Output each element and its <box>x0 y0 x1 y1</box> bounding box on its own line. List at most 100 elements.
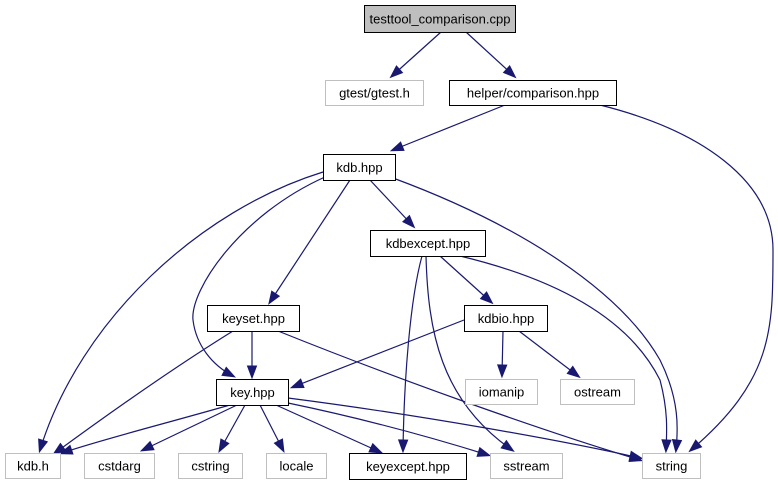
node-box <box>449 80 617 106</box>
node-locale: locale <box>266 453 327 479</box>
edge-comparison-to-string <box>599 104 774 453</box>
edge-keyhpp-to-cstdarg <box>139 404 238 452</box>
edge-root-to-gtest <box>389 31 442 79</box>
node-label: sstream <box>503 459 549 474</box>
node-sstream: sstream <box>490 453 563 479</box>
node-keyset[interactable]: keyset.hpp <box>207 305 300 332</box>
arrowhead-icon <box>566 365 581 379</box>
arrowhead-icon <box>246 365 258 380</box>
arrowhead-icon <box>402 214 416 229</box>
node-box <box>84 453 155 479</box>
edge-line <box>287 397 641 459</box>
node-label: testtool_comparison.cpp <box>370 12 511 27</box>
edge-keyhpp-to-kdbh <box>58 404 231 455</box>
node-label: kdbexcept.hpp <box>386 236 471 251</box>
node-keyhpp[interactable]: key.hpp <box>216 379 289 406</box>
node-comparison[interactable]: helper/comparison.hpp <box>449 80 617 106</box>
edge-line <box>61 404 231 454</box>
edge-line <box>287 402 489 456</box>
edge-keyhpp-to-keyexcept <box>275 404 384 454</box>
edge-kdbhpp-to-string <box>392 177 683 454</box>
node-string: string <box>642 453 701 479</box>
node-kdbh: kdb.h <box>5 453 61 479</box>
edge-line <box>391 31 442 77</box>
node-kdbio[interactable]: kdbio.hpp <box>464 305 548 332</box>
arrowhead-icon <box>502 65 517 79</box>
edge-line <box>54 330 234 454</box>
node-label: kdb.h <box>17 459 49 474</box>
arrowhead-icon <box>397 439 409 454</box>
arrowhead-icon <box>688 439 703 453</box>
edge-line <box>425 255 513 451</box>
edge-line <box>402 255 423 451</box>
edge-keyset-to-kdbh <box>52 330 234 456</box>
node-box <box>364 5 516 33</box>
edge-line <box>269 179 351 303</box>
node-label: gtest/gtest.h <box>339 86 410 101</box>
edge-keyset-to-keyhpp <box>246 331 258 380</box>
edge-line <box>465 31 515 77</box>
node-label: cstdarg <box>98 459 141 474</box>
node-label: ostream <box>574 385 621 400</box>
node-box <box>465 379 538 405</box>
edge-line <box>192 176 326 377</box>
arrowhead-icon <box>476 446 492 457</box>
arrowhead-icon <box>273 438 285 454</box>
edge-kdbio-to-ostream <box>518 330 581 379</box>
arrowhead-icon <box>268 290 281 305</box>
node-box <box>216 379 289 406</box>
edge-kdbhpp-to-kdbexcept <box>369 179 416 229</box>
edge-line <box>459 255 668 451</box>
node-cstring: cstring <box>178 453 243 479</box>
node-keyexcept[interactable]: keyexcept.hpp <box>349 453 467 480</box>
node-box <box>207 305 300 332</box>
edge-kdbexcept-to-string <box>459 255 672 454</box>
arrowhead-icon <box>389 65 404 79</box>
edge-line <box>392 104 506 151</box>
edge-line <box>392 177 678 451</box>
arrowhead-icon <box>389 141 405 152</box>
node-label: helper/comparison.hpp <box>467 86 599 101</box>
node-gtest: gtest/gtest.h <box>325 80 424 106</box>
node-box <box>464 305 548 332</box>
node-label: keyset.hpp <box>222 311 285 326</box>
edge-keyhpp-to-locale <box>259 404 285 454</box>
node-label: locale <box>280 459 314 474</box>
edge-kdbhpp-to-keyset <box>268 179 351 305</box>
node-label: keyexcept.hpp <box>366 459 450 474</box>
edge-root-to-comparison <box>465 31 517 79</box>
edge-keyhpp-to-string <box>287 397 644 461</box>
node-label: iomanip <box>479 385 525 400</box>
node-box <box>5 453 61 479</box>
node-box <box>349 453 467 480</box>
node-box <box>325 80 424 106</box>
node-root[interactable]: testtool_comparison.cpp <box>364 5 516 33</box>
arrowhead-icon <box>368 442 384 454</box>
node-label: cstring <box>191 459 229 474</box>
edge-kdbio-to-iomanip <box>497 330 508 379</box>
node-box <box>560 379 635 405</box>
node-kdbhpp[interactable]: kdb.hpp <box>323 154 396 181</box>
arrowhead-icon <box>218 438 230 453</box>
edge-kdbexcept-to-sstream <box>425 255 515 452</box>
node-kdbexcept[interactable]: kdbexcept.hpp <box>370 230 486 257</box>
edge-kdbio-to-keyhpp <box>289 319 465 389</box>
edge-line <box>275 404 381 453</box>
node-label: key.hpp <box>230 385 275 400</box>
node-box <box>490 453 563 479</box>
arrowhead-icon <box>38 438 49 454</box>
edge-line <box>142 404 238 451</box>
edge-line <box>599 104 774 451</box>
node-box <box>178 453 243 479</box>
arrowhead-icon <box>497 364 508 379</box>
node-label: kdb.hpp <box>336 160 382 175</box>
arrowhead-icon <box>139 440 155 452</box>
edge-keyhpp-to-cstring <box>218 404 246 453</box>
edge-line <box>518 330 579 377</box>
nodes-layer: testtool_comparison.cpp gtest/gtest.h help… <box>5 5 701 480</box>
arrowhead-icon <box>58 444 74 455</box>
node-box <box>323 154 396 181</box>
node-label: kdbio.hpp <box>478 311 534 326</box>
node-box <box>642 453 701 479</box>
